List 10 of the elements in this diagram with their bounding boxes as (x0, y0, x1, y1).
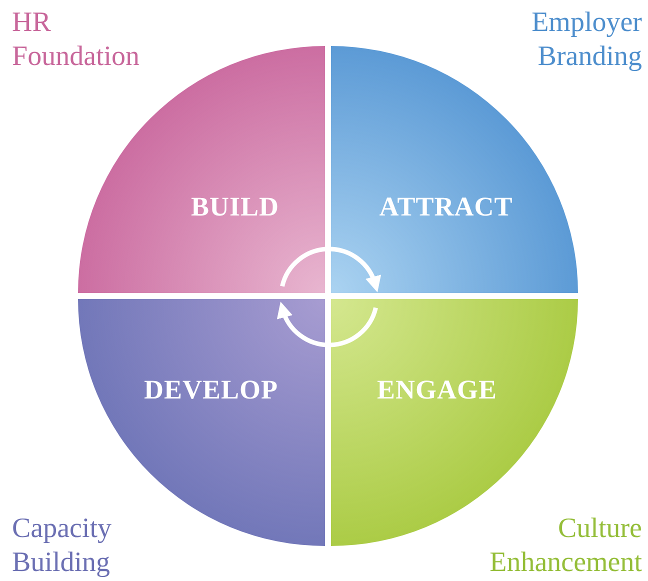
cycle-arrow (280, 246, 380, 292)
quadrant-label: ATTRACT (379, 192, 513, 222)
quadrant-label: ENGAGE (376, 374, 498, 406)
cycle-arrow (278, 302, 378, 348)
quadrant-label: BUILD (190, 192, 280, 222)
category-label: HR Foundation (12, 6, 141, 74)
quadrant-label: DEVELOP (144, 374, 278, 406)
category-label: Employer Branding (530, 6, 642, 74)
category-label: Capacity Building (12, 512, 113, 580)
category-label: Culture Enhancement (488, 512, 642, 580)
